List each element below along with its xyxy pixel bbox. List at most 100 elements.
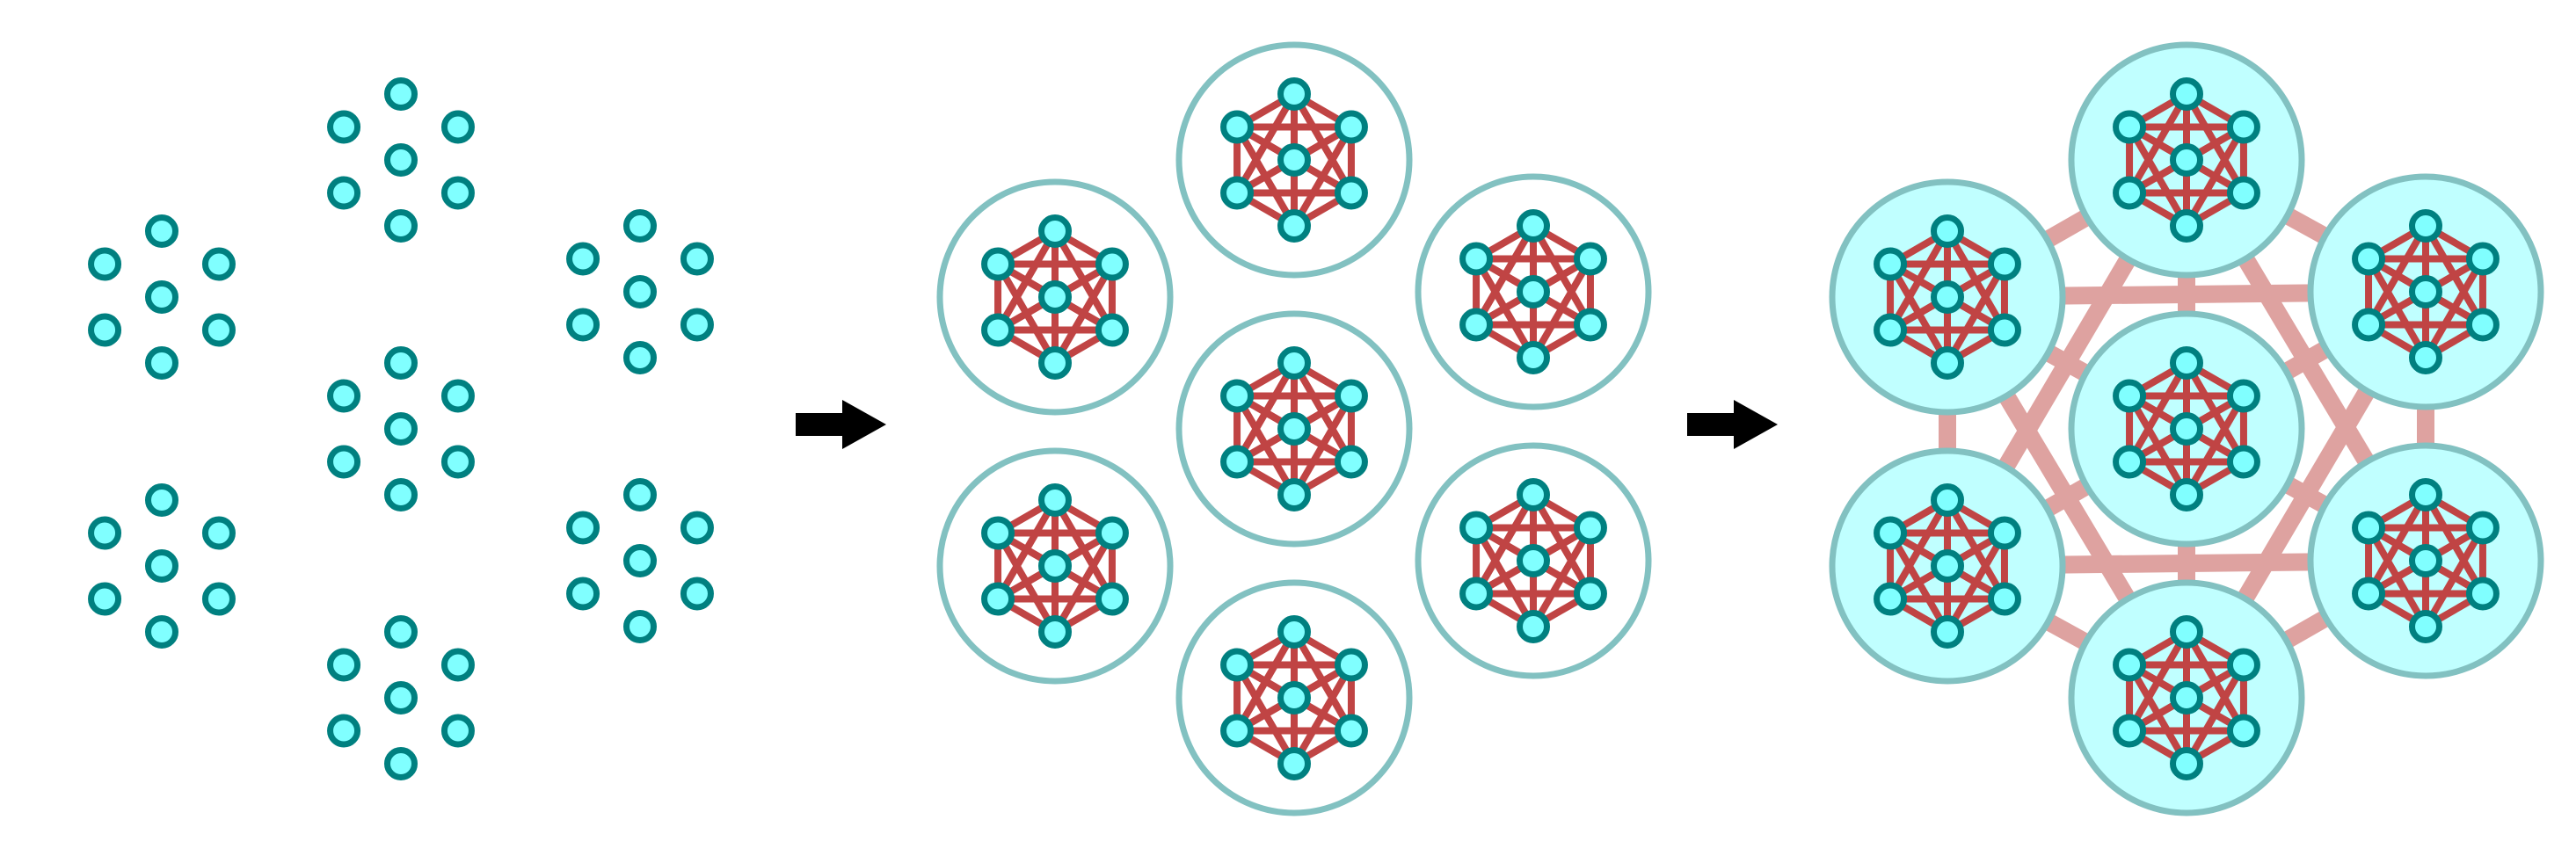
cluster	[1415, 173, 1652, 410]
node	[1095, 313, 1129, 347]
intra-cluster-edge	[1473, 257, 1537, 359]
cluster	[2307, 442, 2544, 679]
node	[2409, 275, 2442, 308]
node	[2409, 544, 2442, 577]
node	[1334, 445, 1368, 479]
node	[623, 544, 657, 577]
node	[2226, 379, 2260, 413]
node	[2226, 110, 2260, 144]
node	[2113, 714, 2147, 748]
node	[1334, 110, 1368, 144]
arrow-shape	[1687, 400, 1778, 449]
node	[1931, 346, 1964, 380]
node	[1987, 582, 2021, 616]
node	[1874, 516, 1908, 550]
node	[440, 110, 475, 144]
cluster	[1829, 447, 2066, 685]
node	[2170, 681, 2203, 715]
node	[2409, 209, 2442, 243]
cluster	[2068, 310, 2305, 548]
node	[384, 747, 418, 780]
node	[1931, 615, 1964, 649]
node	[2352, 511, 2386, 545]
intra-cluster-edge	[2365, 257, 2429, 359]
node	[566, 511, 600, 545]
cluster	[1829, 178, 2066, 416]
node	[1517, 544, 1550, 577]
cluster	[566, 478, 714, 643]
node	[566, 242, 600, 276]
node	[1987, 247, 2021, 281]
node	[981, 313, 1015, 347]
node	[1334, 176, 1368, 210]
node	[1277, 77, 1311, 111]
node	[2170, 209, 2203, 243]
node	[2170, 412, 2203, 446]
node	[1277, 478, 1311, 511]
panel-clusters-with-inter-edges	[1829, 41, 2544, 816]
node	[623, 478, 657, 511]
panel-clusters-with-intra-edges	[936, 41, 1652, 816]
node	[1334, 379, 1368, 413]
node	[623, 341, 657, 374]
node	[1517, 341, 1550, 374]
node	[327, 648, 361, 682]
node	[1573, 577, 1607, 611]
node	[1573, 308, 1607, 342]
node	[2170, 143, 2203, 177]
node	[623, 275, 657, 308]
node	[88, 313, 122, 347]
node	[680, 308, 714, 342]
node	[1220, 648, 1255, 682]
node	[384, 478, 418, 511]
node	[1334, 648, 1368, 682]
node	[981, 516, 1015, 550]
intra-cluster-edge	[1473, 526, 1537, 628]
node	[1038, 549, 1072, 583]
cluster	[566, 209, 714, 374]
node	[1517, 610, 1550, 643]
node	[1573, 242, 1607, 276]
cluster	[1175, 579, 1413, 816]
node	[2409, 610, 2442, 643]
cluster	[1175, 41, 1413, 279]
node	[1038, 346, 1072, 380]
node	[2226, 714, 2260, 748]
node	[566, 308, 600, 342]
node	[1987, 313, 2021, 347]
node	[327, 176, 361, 210]
node	[1038, 483, 1072, 517]
node	[1987, 516, 2021, 550]
node	[440, 445, 475, 479]
node	[2113, 110, 2147, 144]
node	[1459, 242, 1494, 276]
node	[201, 247, 236, 281]
node	[1517, 209, 1550, 243]
node	[1220, 176, 1255, 210]
node	[2170, 747, 2203, 780]
node	[2352, 308, 2386, 342]
node	[2113, 648, 2147, 682]
node	[440, 379, 475, 413]
cluster	[1415, 442, 1652, 679]
intra-cluster-edge	[994, 531, 1059, 634]
node	[88, 582, 122, 616]
node	[1874, 247, 1908, 281]
node	[1095, 582, 1129, 616]
node	[1277, 747, 1311, 780]
node	[1459, 577, 1494, 611]
node	[1277, 209, 1311, 243]
node	[2113, 379, 2147, 413]
node	[2352, 242, 2386, 276]
node	[680, 242, 714, 276]
node	[1334, 714, 1368, 748]
node	[1931, 214, 1964, 248]
node	[1517, 478, 1550, 511]
node	[2465, 577, 2500, 611]
node	[327, 714, 361, 748]
node	[1459, 511, 1494, 545]
node	[145, 483, 178, 517]
node	[981, 247, 1015, 281]
cluster	[327, 77, 475, 243]
